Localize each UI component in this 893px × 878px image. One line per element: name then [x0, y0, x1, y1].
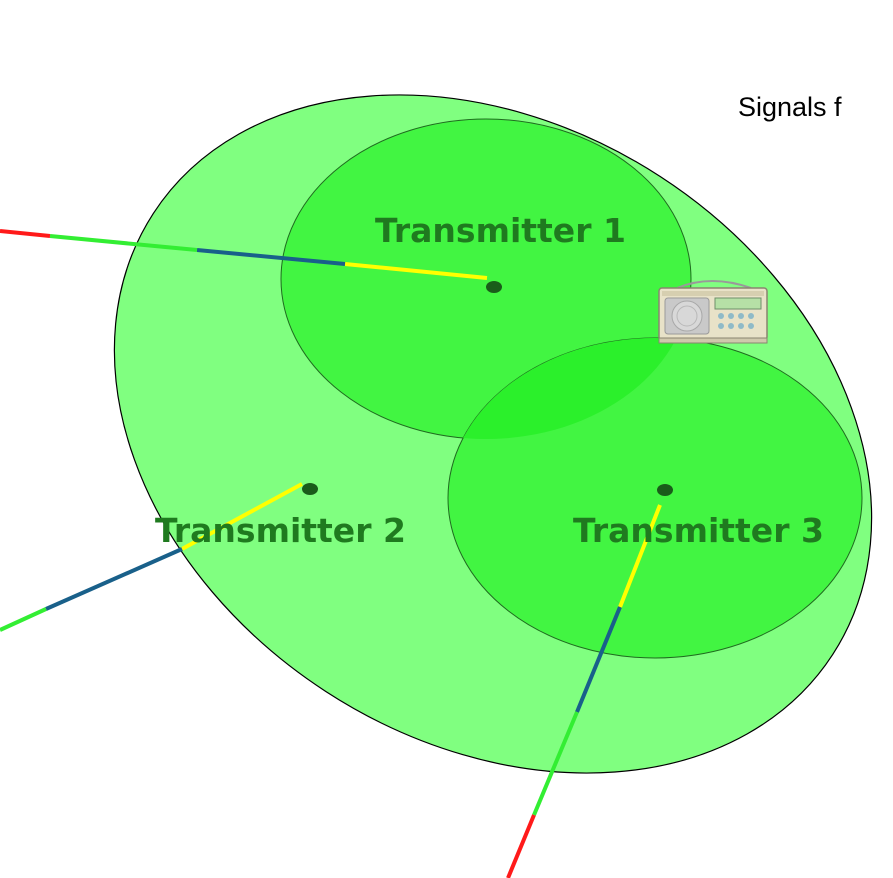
transmitter-3-dot [657, 484, 673, 496]
transmitter-1-label: Transmitter 1 [375, 211, 626, 250]
transmitter-1-dot [486, 281, 502, 293]
caption-text: Signals f [738, 92, 842, 122]
transmitter-2-dot [302, 483, 318, 495]
signal-line-3 [506, 504, 662, 878]
radio-icon [658, 280, 768, 344]
signal-line-1 [0, 229, 488, 280]
signal-line-2 [0, 482, 303, 632]
overlap-area [448, 338, 691, 439]
transmitter-3-label: Transmitter 3 [573, 511, 824, 550]
transmitter-2-label: Transmitter 2 [155, 511, 406, 550]
